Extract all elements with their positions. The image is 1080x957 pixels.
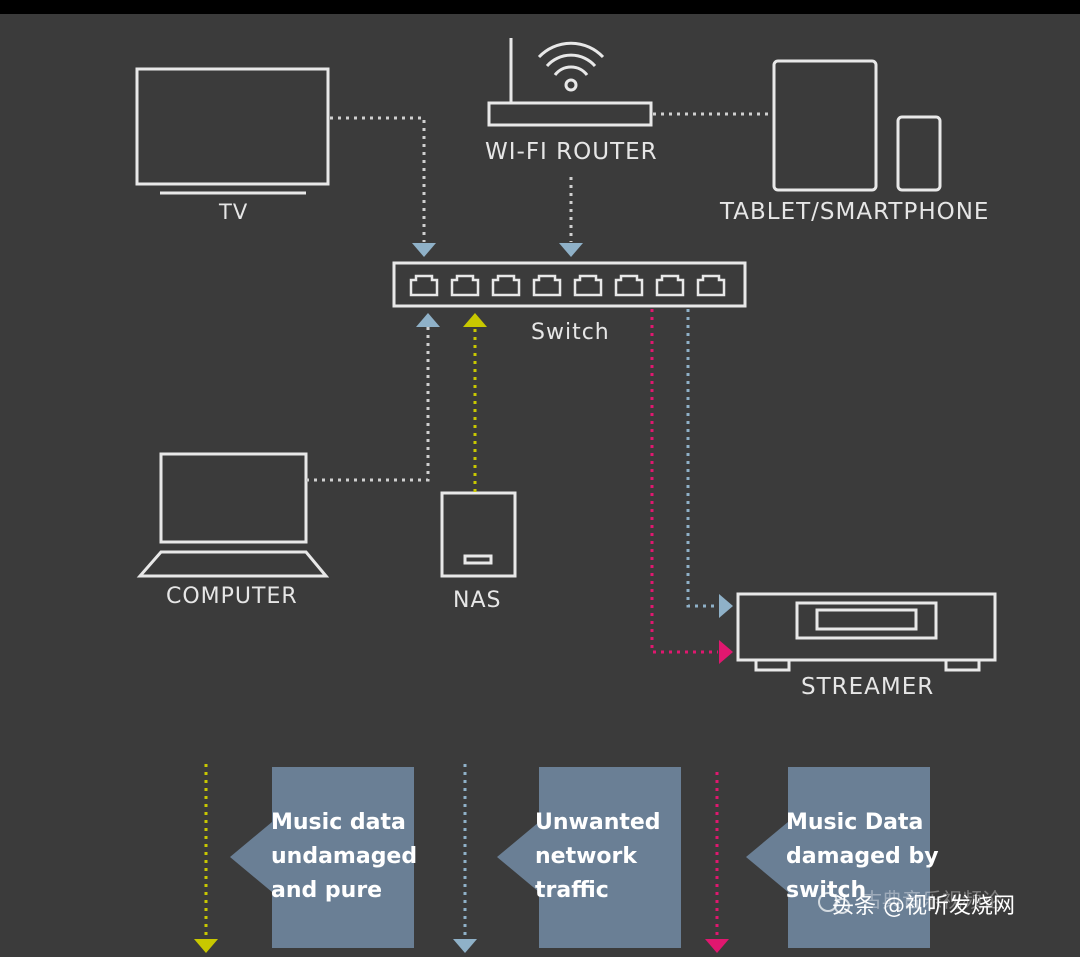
switch-port-icon (491, 274, 521, 297)
legend-card-yellow (230, 767, 414, 948)
legend-text-line: traffic (535, 878, 609, 903)
legend-arrow-blue (453, 939, 477, 953)
legend-cards (230, 767, 930, 948)
legend-text-pink: Music Data damaged by switch (786, 806, 939, 908)
legend-arrowheads (194, 939, 729, 953)
switch-port-icon (573, 274, 603, 297)
nas-icon (440, 491, 517, 578)
computer-icon (136, 452, 330, 578)
switch-icon (392, 261, 747, 308)
arrowheads (412, 243, 733, 664)
switch-port-icon (450, 274, 480, 297)
legend-arrow-yellow (194, 939, 218, 953)
legend-arrow-pink (705, 939, 729, 953)
watermark-logo-icon (818, 892, 850, 914)
legend-card-blue (497, 767, 681, 948)
tv-icon (135, 67, 330, 195)
switch-port-icon (409, 274, 439, 297)
top-bar (0, 0, 1080, 14)
legend-text-line: Unwanted (535, 810, 661, 835)
watermark-text: 头条 @视听发烧网 (832, 894, 1015, 919)
streamer-icon (736, 592, 997, 672)
arrow-up-nas (463, 313, 487, 327)
legend-text-line: undamaged (271, 844, 418, 869)
legend-text-blue: Unwanted network traffic (535, 806, 661, 908)
computer-label: COMPUTER (166, 584, 298, 609)
tv-switch-line (330, 116, 426, 242)
switch-ports (409, 274, 726, 297)
switch-streamer-music-line (650, 309, 718, 654)
arrow-up-computer (416, 313, 440, 327)
connection-lines (306, 112, 772, 654)
legend-text-line: network (535, 844, 638, 869)
switch-label: Switch (531, 320, 610, 345)
arrow-down-router (559, 243, 583, 257)
arrow-right-music (719, 640, 733, 664)
tv-label: TV (219, 200, 249, 224)
switch-port-icon (655, 274, 685, 297)
arrow-down-tv (412, 243, 436, 257)
legend-text-line: switch (786, 878, 867, 903)
switch-streamer-traffic-line (686, 309, 718, 608)
router-icon (487, 38, 653, 127)
legend-text-yellow: Music data undamaged and pure (271, 806, 417, 908)
switch-port-icon (532, 274, 562, 297)
tablet-smartphone-icon (772, 59, 942, 192)
legend-text-line: Music data (271, 810, 406, 835)
router-label: WI-FI ROUTER (485, 139, 658, 165)
arrow-right-traffic (719, 594, 733, 618)
legend-text-line: damaged by (786, 844, 939, 869)
switch-port-icon (696, 274, 726, 297)
computer-switch-line (306, 327, 430, 482)
legend-lines (204, 764, 719, 936)
tablet-smartphone-label: TABLET/SMARTPHONE (720, 199, 990, 225)
legend-text-line: and pure (271, 878, 383, 903)
legend-text-line: Music Data (786, 810, 924, 835)
switch-port-icon (614, 274, 644, 297)
streamer-label: STREAMER (801, 674, 935, 700)
legend-card-pink (746, 767, 930, 948)
nas-label: NAS (453, 588, 502, 613)
watermark-faint-text: 古典音乐视频论 (862, 888, 1002, 912)
